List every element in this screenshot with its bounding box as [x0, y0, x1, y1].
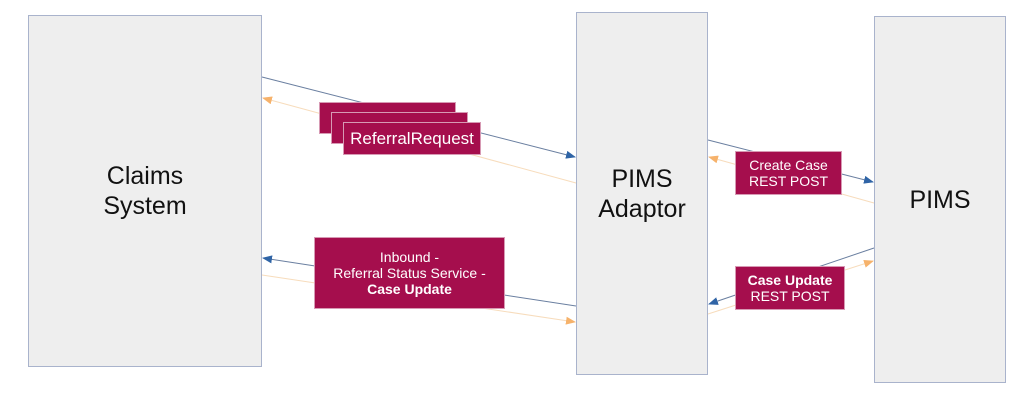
- referral-request-text: ReferralRequest: [350, 128, 474, 148]
- create-case-label: Create Case REST POST: [735, 151, 842, 195]
- create-case-line1: Create Case: [749, 157, 828, 173]
- pims-node: PIMS: [874, 16, 1006, 383]
- inbound-line3: Case Update: [367, 281, 452, 297]
- case-update-line2: REST POST: [750, 288, 830, 304]
- claims-system-node: Claims System: [28, 15, 262, 367]
- create-case-line2: REST POST: [748, 173, 829, 189]
- pims-adaptor-node: PIMS Adaptor: [576, 12, 708, 375]
- inbound-case-update-label: Inbound - Referral Status Service - Case…: [314, 237, 505, 309]
- referral-request-label: ReferralRequest: [343, 122, 481, 155]
- inbound-line2: Referral Status Service -: [333, 265, 486, 281]
- inbound-line1: Inbound -: [379, 249, 440, 265]
- case-update-label: Case Update REST POST: [735, 266, 845, 310]
- case-update-line1: Case Update: [747, 272, 833, 288]
